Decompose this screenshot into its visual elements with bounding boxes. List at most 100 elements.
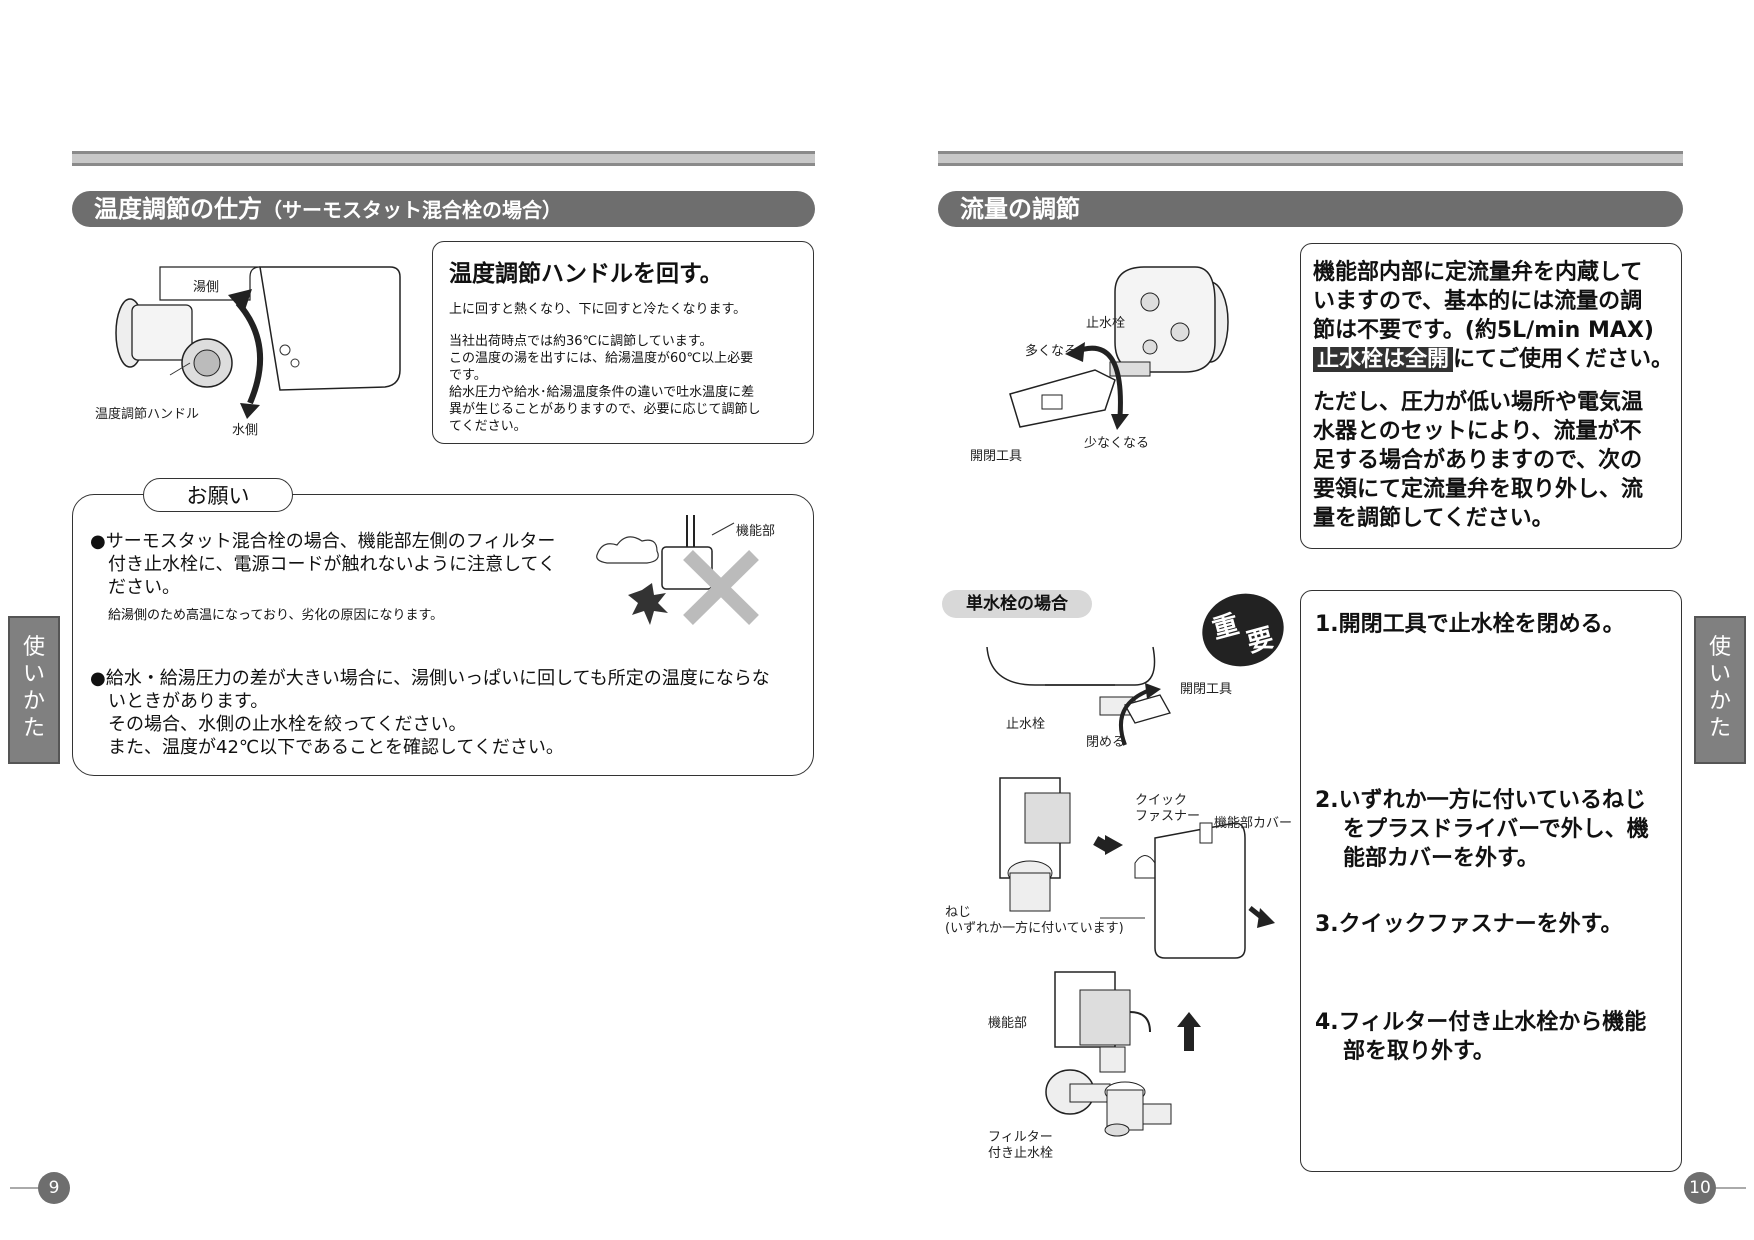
handle-text-2: 当社出荷時点では約36℃に調節しています。 この温度の湯を出すには、給湯温度が6… (449, 333, 797, 435)
request-line: 付き止水栓に、電源コードが触れないように注意してく (108, 554, 557, 575)
flow-info-text: 機能部内部に定流量弁を内蔵して いますので、基本的には流量の調 節は不要です。(… (1313, 258, 1673, 374)
flow-info-line: 量を調節してください。 (1313, 506, 1554, 531)
step-3: 3.クイックファスナーを外す。 (1315, 910, 1622, 939)
handle-text-1: 上に回すと熱くなり、下に回すと冷たくなります。 (449, 302, 747, 317)
request-line: ださい。 (108, 577, 180, 598)
request-line: その場合、水側の止水栓を絞ってください。 (108, 714, 467, 735)
flow-info-line: 水器とのセットにより、流量が不 (1313, 419, 1642, 444)
request-line: また、温度が42℃以下であることを確認してください。 (108, 737, 564, 758)
request-tab-label: お願い (186, 484, 250, 508)
step-1: 1.開閉工具で止水栓を閉める。 (1315, 610, 1625, 639)
step-number: 3. (1315, 912, 1339, 937)
flow-info-text-2: ただし、圧力が低い場所や電気温 水器とのセットにより、流量が不 足する場合があり… (1313, 388, 1669, 533)
flow-info-box: 機能部内部に定流量弁を内蔵して いますので、基本的には流量の調 節は不要です。(… (1300, 243, 1682, 549)
close-label: 閉める (1086, 735, 1126, 750)
flow-info-line: 節は不要です。(約5L/min MAX) (1313, 318, 1654, 343)
side-tab-char: か (22, 689, 45, 714)
stopcock-label-step1: 止水栓 (1006, 717, 1046, 732)
handle-text-line: てください。 (449, 419, 527, 434)
right-page-rule (1716, 1187, 1746, 1189)
side-tab-char: 使 (1708, 635, 1731, 660)
cover-label: 機能部カバー (1214, 816, 1293, 831)
left-section-title-main: 温度調節の仕方 (94, 195, 262, 223)
functional-part-label: 機能部 (988, 1016, 1028, 1031)
right-header-rule (938, 151, 1683, 166)
step-text: フィルター付き止水栓から機能 (1338, 1010, 1647, 1035)
screw-line: (いずれか一方に付いています) (945, 921, 1124, 936)
flow-info-line: いますので、基本的には流量の調 (1313, 289, 1643, 314)
cold-side-label: 水側 (232, 423, 259, 438)
step-text: クイックファスナーを外す。 (1338, 912, 1623, 937)
request-line: いときがあります。 (108, 691, 269, 712)
side-tab-char: か (1708, 689, 1731, 714)
remove-cover-illustration (999, 777, 1275, 959)
step-number: 4. (1315, 1010, 1339, 1035)
left-section-title-sub: （サーモスタット混合栓の場合） (262, 198, 562, 222)
right-page-number: 10 (1684, 1172, 1716, 1204)
request-line: ●給水・給湯圧力の差が大きい場合に、湯側いっぱいに回しても所定の温度にならな (90, 668, 770, 689)
step-4: 4.フィルター付き止水栓から機能 部を取り外す。 (1315, 1008, 1646, 1066)
left-section-title: 温度調節の仕方（サーモスタット混合栓の場合） (72, 191, 815, 227)
handle-text-line: 給水圧力や給水･給湯温度条件の違いで吐水温度に差 (449, 385, 755, 400)
quick-fastener-label: クイック ファスナー (1135, 793, 1200, 825)
handle-text-line: です。 (449, 368, 487, 383)
step-text: いずれか一方に付いているねじ (1338, 788, 1647, 813)
filter-line: フィルター (988, 1130, 1053, 1145)
important-badge-char: 要 (1243, 623, 1277, 659)
steps-box (1300, 590, 1682, 1172)
screw-label: ねじ (いずれか一方に付いています) (945, 905, 1124, 937)
handle-text-line: 異が生じることがありますので、必要に応じて調節し (449, 402, 761, 417)
step-text: 部を取り外す。 (1343, 1039, 1495, 1064)
quick-fastener-line: クイック (1135, 793, 1188, 808)
handle-text-line: この温度の湯を出すには、給湯温度が60℃以上必要 (449, 351, 754, 366)
request-item-1: ●サーモスタット混合栓の場合、機能部左側のフィルター 付き止水栓に、電源コードが… (90, 530, 556, 627)
request-item-2: ●給水・給湯圧力の差が大きい場合に、湯側いっぱいに回しても所定の温度にならな い… (90, 667, 770, 759)
power-cord-warning-illustration (596, 515, 759, 625)
thermostat-faucet-illustration (115, 266, 401, 419)
remove-functional-part-illustration (1045, 971, 1201, 1137)
right-side-tab: 使 い か た (1694, 616, 1746, 764)
flow-adjust-illustration (1009, 266, 1229, 430)
step-number: 1. (1315, 612, 1339, 637)
request-tab: お願い (143, 478, 293, 512)
handle-heading: 温度調節ハンドルを回す。 (449, 261, 723, 287)
close-stopcock-illustration (986, 646, 1171, 746)
filter-line: 付き止水栓 (988, 1146, 1054, 1161)
step-number: 2. (1315, 788, 1339, 813)
flow-info-highlight-line: 止水栓は全開にてご使用ください。 (1313, 345, 1673, 374)
step-text: 開閉工具で止水栓を閉める。 (1338, 612, 1625, 637)
screw-line: ねじ (945, 905, 972, 920)
step-text: 能部カバーを外す。 (1343, 846, 1539, 871)
request-note: 給湯側のため高温になっており、劣化の原因になります。 (108, 608, 444, 623)
step-2: 2.いずれか一方に付いているねじ をプラスドライバーで外し、機 能部カバーを外す… (1315, 786, 1649, 873)
single-tap-label: 単水栓の場合 (942, 590, 1092, 618)
flow-info-line: 足する場合がありますので、次の (1313, 448, 1643, 473)
flow-info-line: 機能部内部に定流量弁を内蔵して (1313, 260, 1643, 285)
right-section-title-text: 流量の調節 (960, 195, 1080, 223)
right-section-title: 流量の調節 (938, 191, 1683, 227)
single-tap-label-text: 単水栓の場合 (966, 594, 1068, 614)
request-box (72, 494, 814, 776)
important-badge-char: 重 (1209, 609, 1243, 646)
request-line: ●サーモスタット混合栓の場合、機能部左側のフィルター (90, 531, 556, 552)
less-label: 少なくなる (1084, 436, 1150, 451)
step-text: をプラスドライバーで外し、機 (1343, 817, 1649, 842)
flow-info-line: ただし、圧力が低い場所や電気温 (1313, 390, 1644, 415)
stopcock-label-top: 止水栓 (1086, 316, 1126, 331)
side-tab-char: た (1708, 716, 1731, 741)
hot-side-label: 湯側 (193, 280, 220, 295)
left-page-number: 9 (38, 1172, 70, 1204)
side-tab-char: 使 (22, 635, 45, 660)
side-tab-char: い (1708, 662, 1731, 687)
important-badge: 重 要 (1194, 584, 1292, 676)
handle-label: 温度調節ハンドル (95, 407, 200, 422)
left-header-rule (72, 151, 815, 166)
handle-instruction-box: 温度調節ハンドルを回す。 上に回すと熱くなり、下に回すと冷たくなります。 当社出… (432, 241, 814, 444)
quick-fastener-line: ファスナー (1135, 809, 1201, 824)
filter-stopcock-label: フィルター 付き止水栓 (988, 1130, 1053, 1162)
flow-info-highlight: 止水栓は全開 (1313, 347, 1454, 372)
more-label: 多くなる (1025, 344, 1078, 359)
tool-label-top: 開閉工具 (970, 449, 1023, 464)
side-tab-char: い (22, 662, 45, 687)
flow-info-line: 要領にて定流量弁を取り外し、流 (1313, 477, 1644, 502)
